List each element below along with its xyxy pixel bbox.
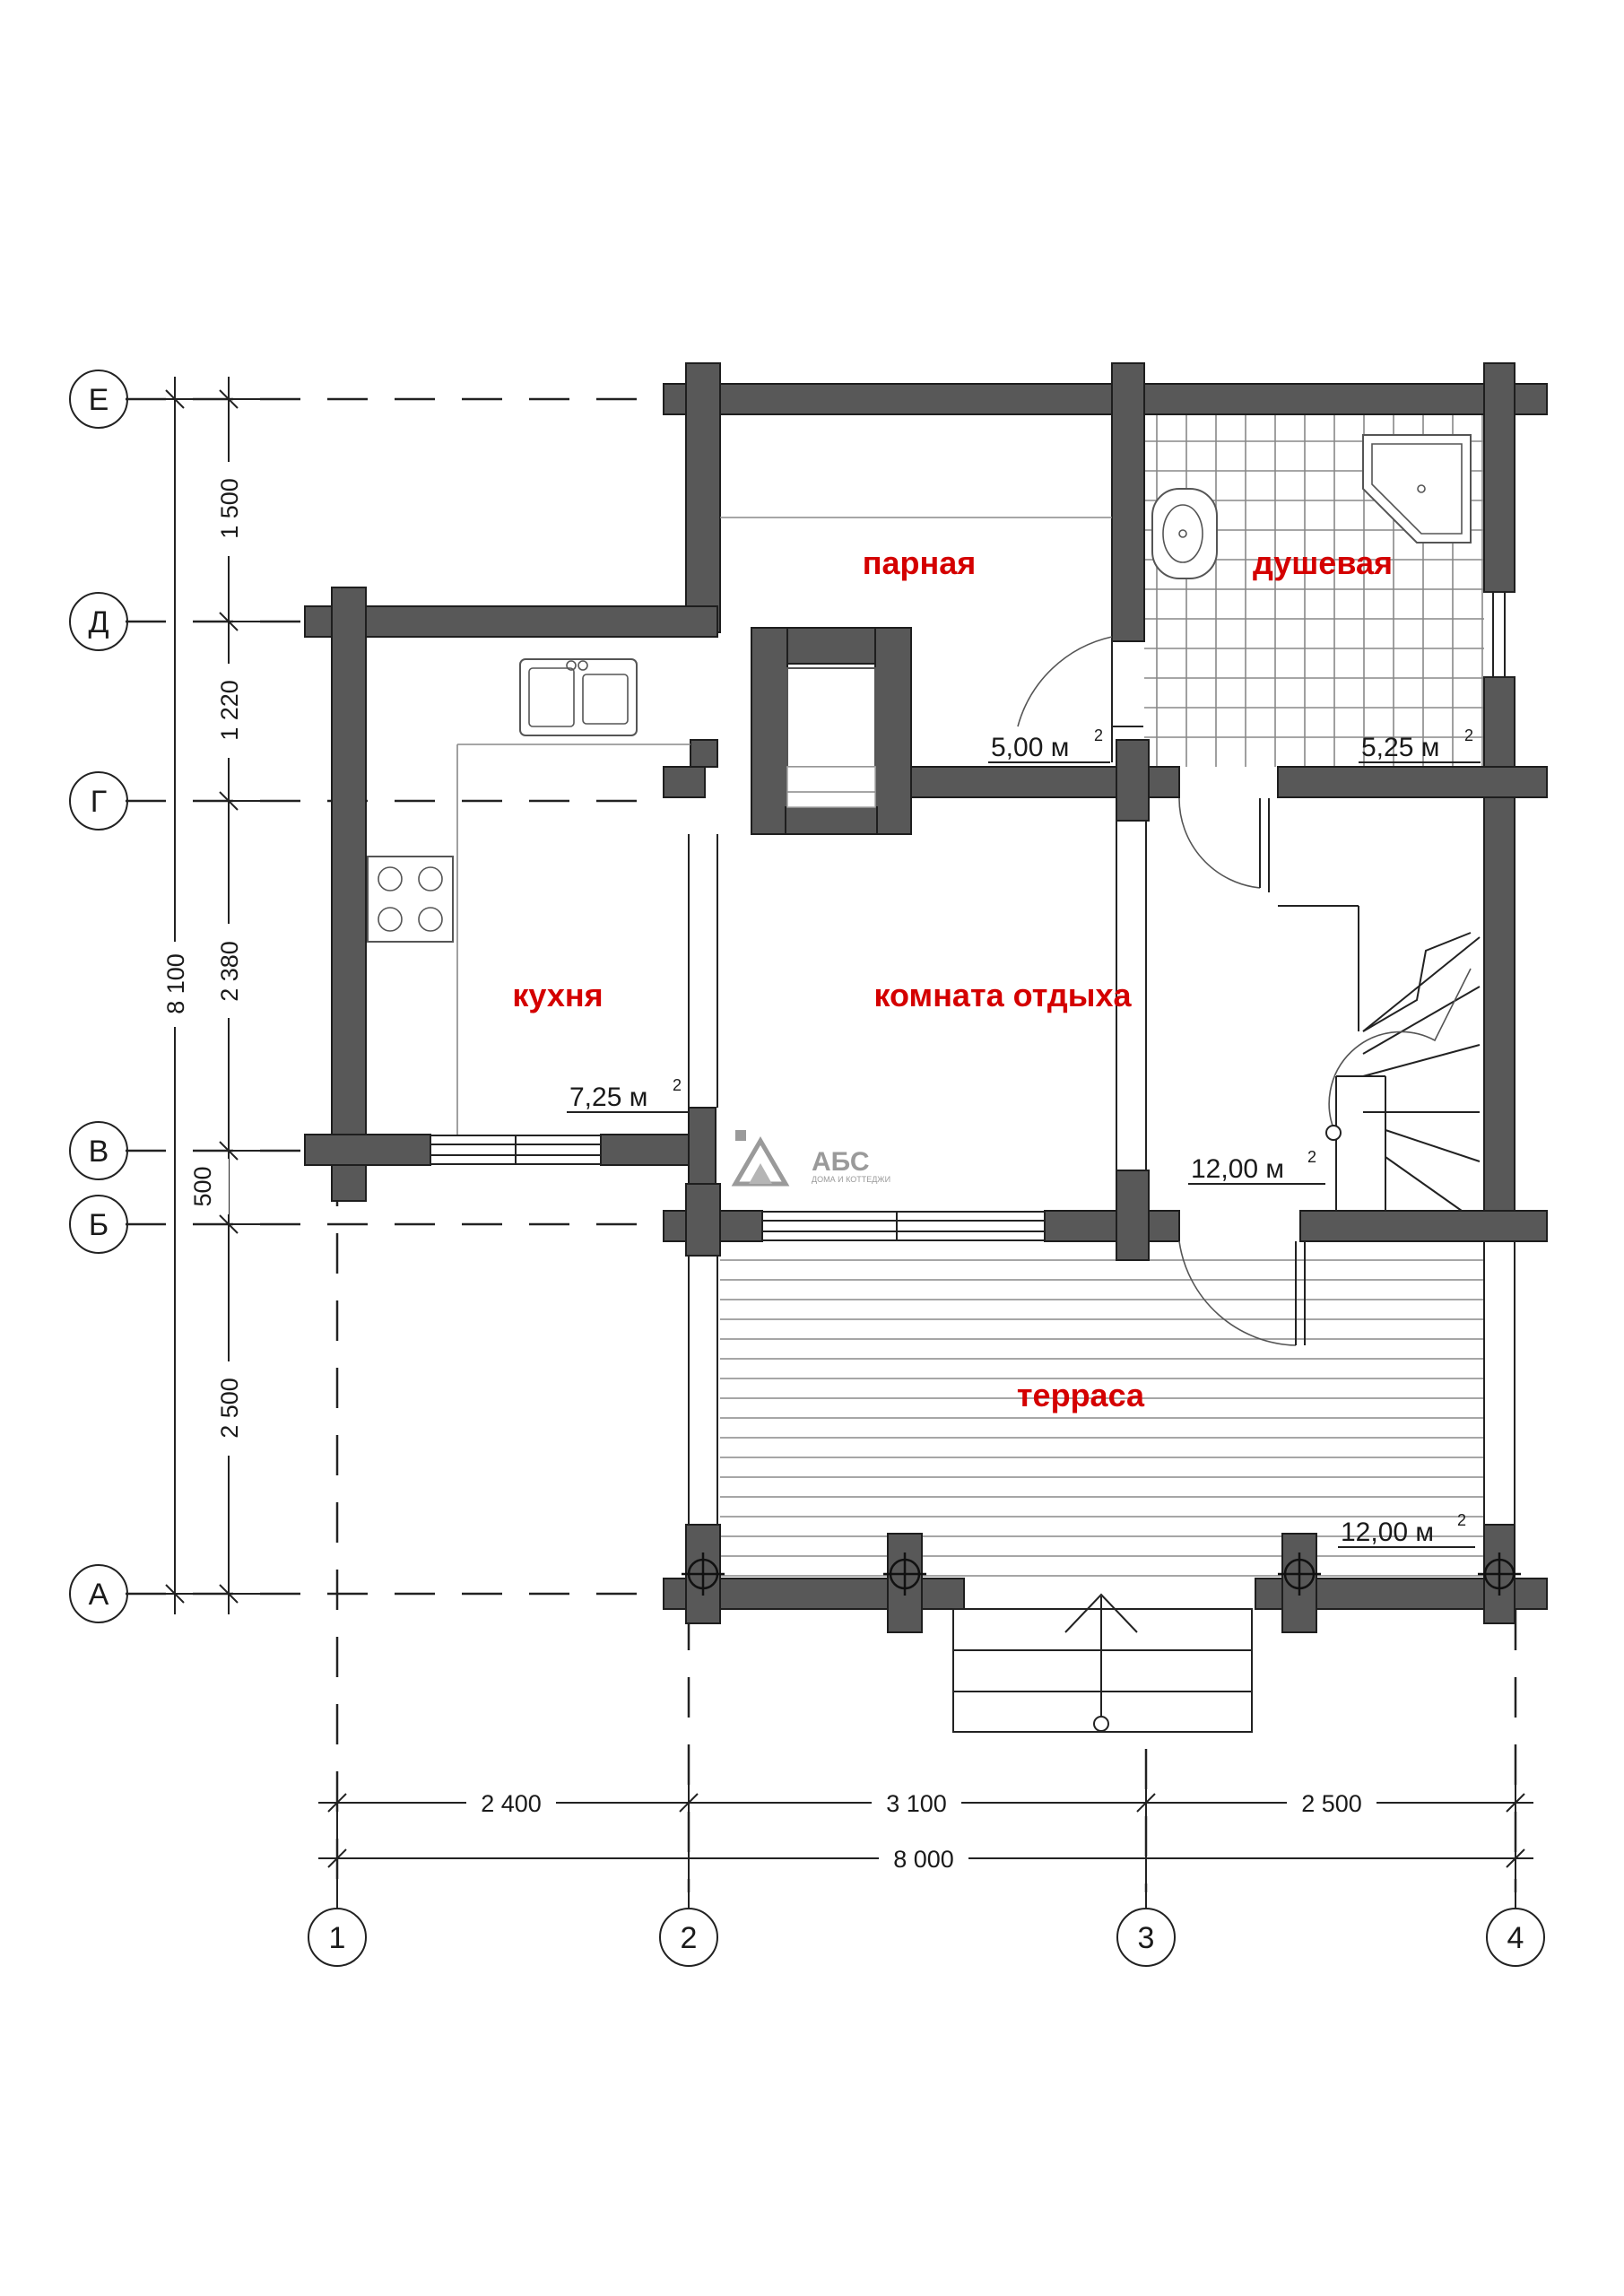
vertical-dimension-chain: 1 500 1 220 2 380 500 2 500 8 100 <box>152 377 260 1614</box>
area-value-lounge: 12,00 м <box>1191 1154 1284 1184</box>
dim-d-g: 1 220 <box>216 680 243 741</box>
axis-label-3: 3 <box>1138 1921 1155 1955</box>
area-value-kitchen: 7,25 м <box>569 1083 647 1112</box>
area-value-terrace: 12,00 м <box>1341 1518 1434 1547</box>
dim-vertical-total: 8 100 <box>162 953 189 1014</box>
room-labels: парная душевая кухня комната отдыха терр… <box>512 544 1393 1413</box>
area-lounge: 12,00 м 2 <box>1188 1148 1325 1185</box>
dim-horizontal-total: 8 000 <box>893 1846 954 1873</box>
room-label-kitchen: кухня <box>512 977 603 1013</box>
terrace-column-markers <box>682 1552 1521 1596</box>
axis-label-e: Е <box>89 383 109 417</box>
staircase <box>1325 932 1481 1212</box>
dim-b-a: 2 500 <box>216 1378 243 1439</box>
area-sup-shower: 2 <box>1464 726 1473 744</box>
room-label-steam-room: парная <box>863 544 977 581</box>
horizontal-dimension-chain: 2 400 3 100 2 500 8 000 <box>318 1780 1533 1874</box>
thin-walls <box>688 591 1515 1525</box>
room-label-lounge: комната отдыха <box>874 977 1133 1013</box>
area-value-shower: 5,25 м <box>1361 733 1439 762</box>
room-label-terrace: терраса <box>1017 1377 1145 1413</box>
area-sup-steam-room: 2 <box>1094 726 1103 744</box>
logo-tagline: ДОМА И КОТТЕДЖИ <box>812 1175 890 1184</box>
dim-g-v: 2 380 <box>216 941 243 1002</box>
logo-name: АБС <box>812 1147 870 1177</box>
area-value-steam-room: 5,00 м <box>991 733 1069 762</box>
area-kitchen: 7,25 м 2 <box>567 1076 689 1113</box>
dim-e-d: 1 500 <box>216 478 243 539</box>
area-sup-kitchen: 2 <box>673 1076 682 1094</box>
axis-label-2: 2 <box>681 1921 698 1955</box>
doors <box>1017 636 1359 1346</box>
area-sup-terrace: 2 <box>1457 1511 1466 1529</box>
windows <box>430 1135 1046 1241</box>
axis-label-v: В <box>89 1135 109 1169</box>
entry-steps <box>952 1593 1253 1733</box>
axis-label-g: Г <box>91 785 107 819</box>
company-logo: АБС ДОМА И КОТТЕДЖИ <box>731 1130 890 1187</box>
terrace-decking <box>720 1259 1484 1577</box>
area-sup-lounge: 2 <box>1307 1148 1316 1166</box>
area-steam-room: 5,00 м 2 <box>988 726 1110 763</box>
furniture <box>367 434 1472 1135</box>
axis-label-1: 1 <box>329 1921 346 1955</box>
room-label-shower: душевая <box>1253 544 1393 581</box>
axis-label-4: 4 <box>1507 1921 1524 1955</box>
dim-1-2: 2 400 <box>481 1790 542 1817</box>
dim-v-b: 500 <box>189 1166 216 1206</box>
letter-axis-markers: Е Д Г В Б А <box>69 370 128 1623</box>
dim-2-3: 3 100 <box>886 1790 947 1817</box>
number-axis-markers: 1 2 3 4 <box>308 1821 1545 1967</box>
area-labels: 5,00 м 2 5,25 м 2 7,25 м 2 12,00 м 2 12,… <box>567 726 1481 1548</box>
axis-label-b: Б <box>89 1208 109 1242</box>
area-shower: 5,25 м 2 <box>1359 726 1481 763</box>
axis-label-d: Д <box>88 605 109 639</box>
area-terrace: 12,00 м 2 <box>1338 1511 1475 1548</box>
axis-label-a: А <box>89 1578 109 1612</box>
dim-3-4: 2 500 <box>1301 1790 1362 1817</box>
